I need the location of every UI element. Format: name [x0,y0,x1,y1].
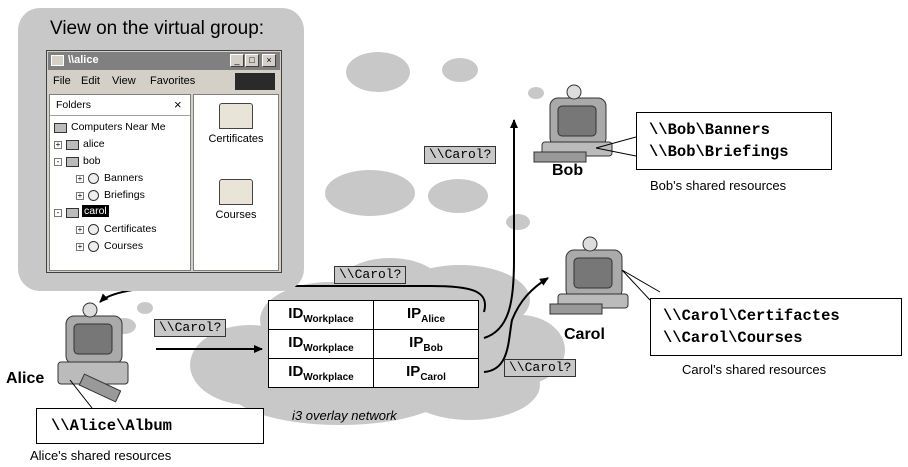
resource-path: \\Carol\Courses [663,329,803,347]
contents-pane: Certificates Courses [193,94,279,271]
tree-item-label: Certificates [104,223,157,235]
menu-view[interactable]: View [112,75,136,87]
folders-label: Folders [56,99,92,111]
folders-close-button[interactable]: × [174,97,182,112]
query-alice-out: \\Carol? [154,319,227,337]
window-titlebar[interactable]: \\alice _ □ × [48,52,280,70]
resource-path: \\Alice\Album [51,417,172,435]
alice-resource-pointer [69,379,93,409]
close-button[interactable]: × [262,54,276,67]
shared-folder-icon [88,173,99,184]
shared-folder-icon [88,190,99,201]
carol-name: Carol [564,326,605,343]
tree-item-label: alice [83,138,105,150]
alice-resource-box: \\Alice\Album [36,408,264,444]
bob-caption: Bob's shared resources [650,178,787,193]
computer-icon [66,157,79,167]
table-row: IDWorkplace IPAlice [268,300,479,330]
shared-folder-icon [219,103,253,129]
carol-resource-pointer [621,269,661,301]
tree-item-label: Banners [104,172,144,184]
computer-icon [66,208,79,218]
tree-item-label: Courses [104,240,144,252]
explorer-window: \\alice _ □ × File Edit View Favorites F… [46,50,282,273]
tree-item-label: Briefings [104,189,145,201]
share-item-certificates[interactable]: Certificates [194,103,278,145]
tree-item-label-selected: carol [82,205,109,217]
window-app-icon [51,55,64,66]
query-to-carol: \\Carol? [504,359,577,377]
query-to-bob: \\Carol? [424,146,497,164]
windows-logo-icon [235,73,275,90]
alice-computer-icon [57,302,129,403]
expand-toggle[interactable]: + [54,140,62,149]
computer-icon [66,140,79,150]
table-cell-id: IDWorkplace [268,300,374,330]
table-row: IDWorkplace IPCarol [268,358,479,388]
bob-name: Bob [552,162,584,179]
carol-caption: Carol's shared resources [682,362,827,377]
minimize-button[interactable]: _ [230,54,244,67]
shared-folder-icon [219,179,253,205]
expand-toggle[interactable]: + [76,174,84,183]
menu-bar: File Edit View Favorites [48,71,280,91]
computer-network-icon [54,123,67,133]
query-return: \\Carol? [334,266,407,284]
expand-toggle[interactable]: + [76,225,84,234]
table-cell-ip: IPBob [373,329,479,359]
table-cell-ip: IPCarol [373,358,479,388]
table-cell-id: IDWorkplace [268,329,374,359]
table-cell-ip: IPAlice [373,300,479,330]
arrow-table-to-carol [483,277,549,373]
alice-name: Alice [6,370,45,387]
collapse-toggle[interactable]: - [54,158,62,166]
arrow-table-to-bob [483,119,518,339]
table-cell-id: IDWorkplace [268,358,374,388]
collapse-toggle[interactable]: - [54,209,62,217]
resource-path: \\Bob\Briefings [649,143,789,161]
share-item-label: Certificates [208,133,264,145]
folders-header: Folders × [50,95,190,116]
alice-caption: Alice's shared resources [30,448,172,463]
share-item-courses[interactable]: Courses [194,179,278,221]
virtual-group-title: View on the virtual group: [50,18,265,39]
carol-resource-box: \\Carol\Certifactes \\Carol\Courses [650,298,902,356]
carol-computer-icon [549,236,629,315]
maximize-button[interactable]: □ [245,54,259,67]
bob-resource-box: \\Bob\Banners \\Bob\Briefings [636,112,832,170]
bob-computer-icon [533,84,613,163]
expand-toggle[interactable]: + [76,191,84,200]
resource-path: \\Carol\Certifactes [663,307,840,325]
window-title: \\alice [68,54,99,66]
folders-pane: Folders × Computers Near Me + alice - bo… [49,94,191,271]
share-item-label: Courses [215,209,257,221]
table-row: IDWorkplace IPBob [268,329,479,359]
resource-path: \\Bob\Banners [649,121,770,139]
tree-item-label: bob [83,155,101,167]
menu-favorites[interactable]: Favorites [150,75,196,87]
overlay-network-label: i3 overlay network [292,408,397,423]
tree-item-label: Computers Near Me [71,121,166,133]
shared-folder-icon [88,241,99,252]
expand-toggle[interactable]: + [76,242,84,251]
bob-resource-pointer [595,136,637,157]
overlay-trigger-table: IDWorkplace IPAlice IDWorkplace IPBob ID… [268,300,479,388]
shared-folder-icon [88,224,99,235]
menu-edit[interactable]: Edit [81,75,100,87]
menu-file[interactable]: File [53,75,71,87]
